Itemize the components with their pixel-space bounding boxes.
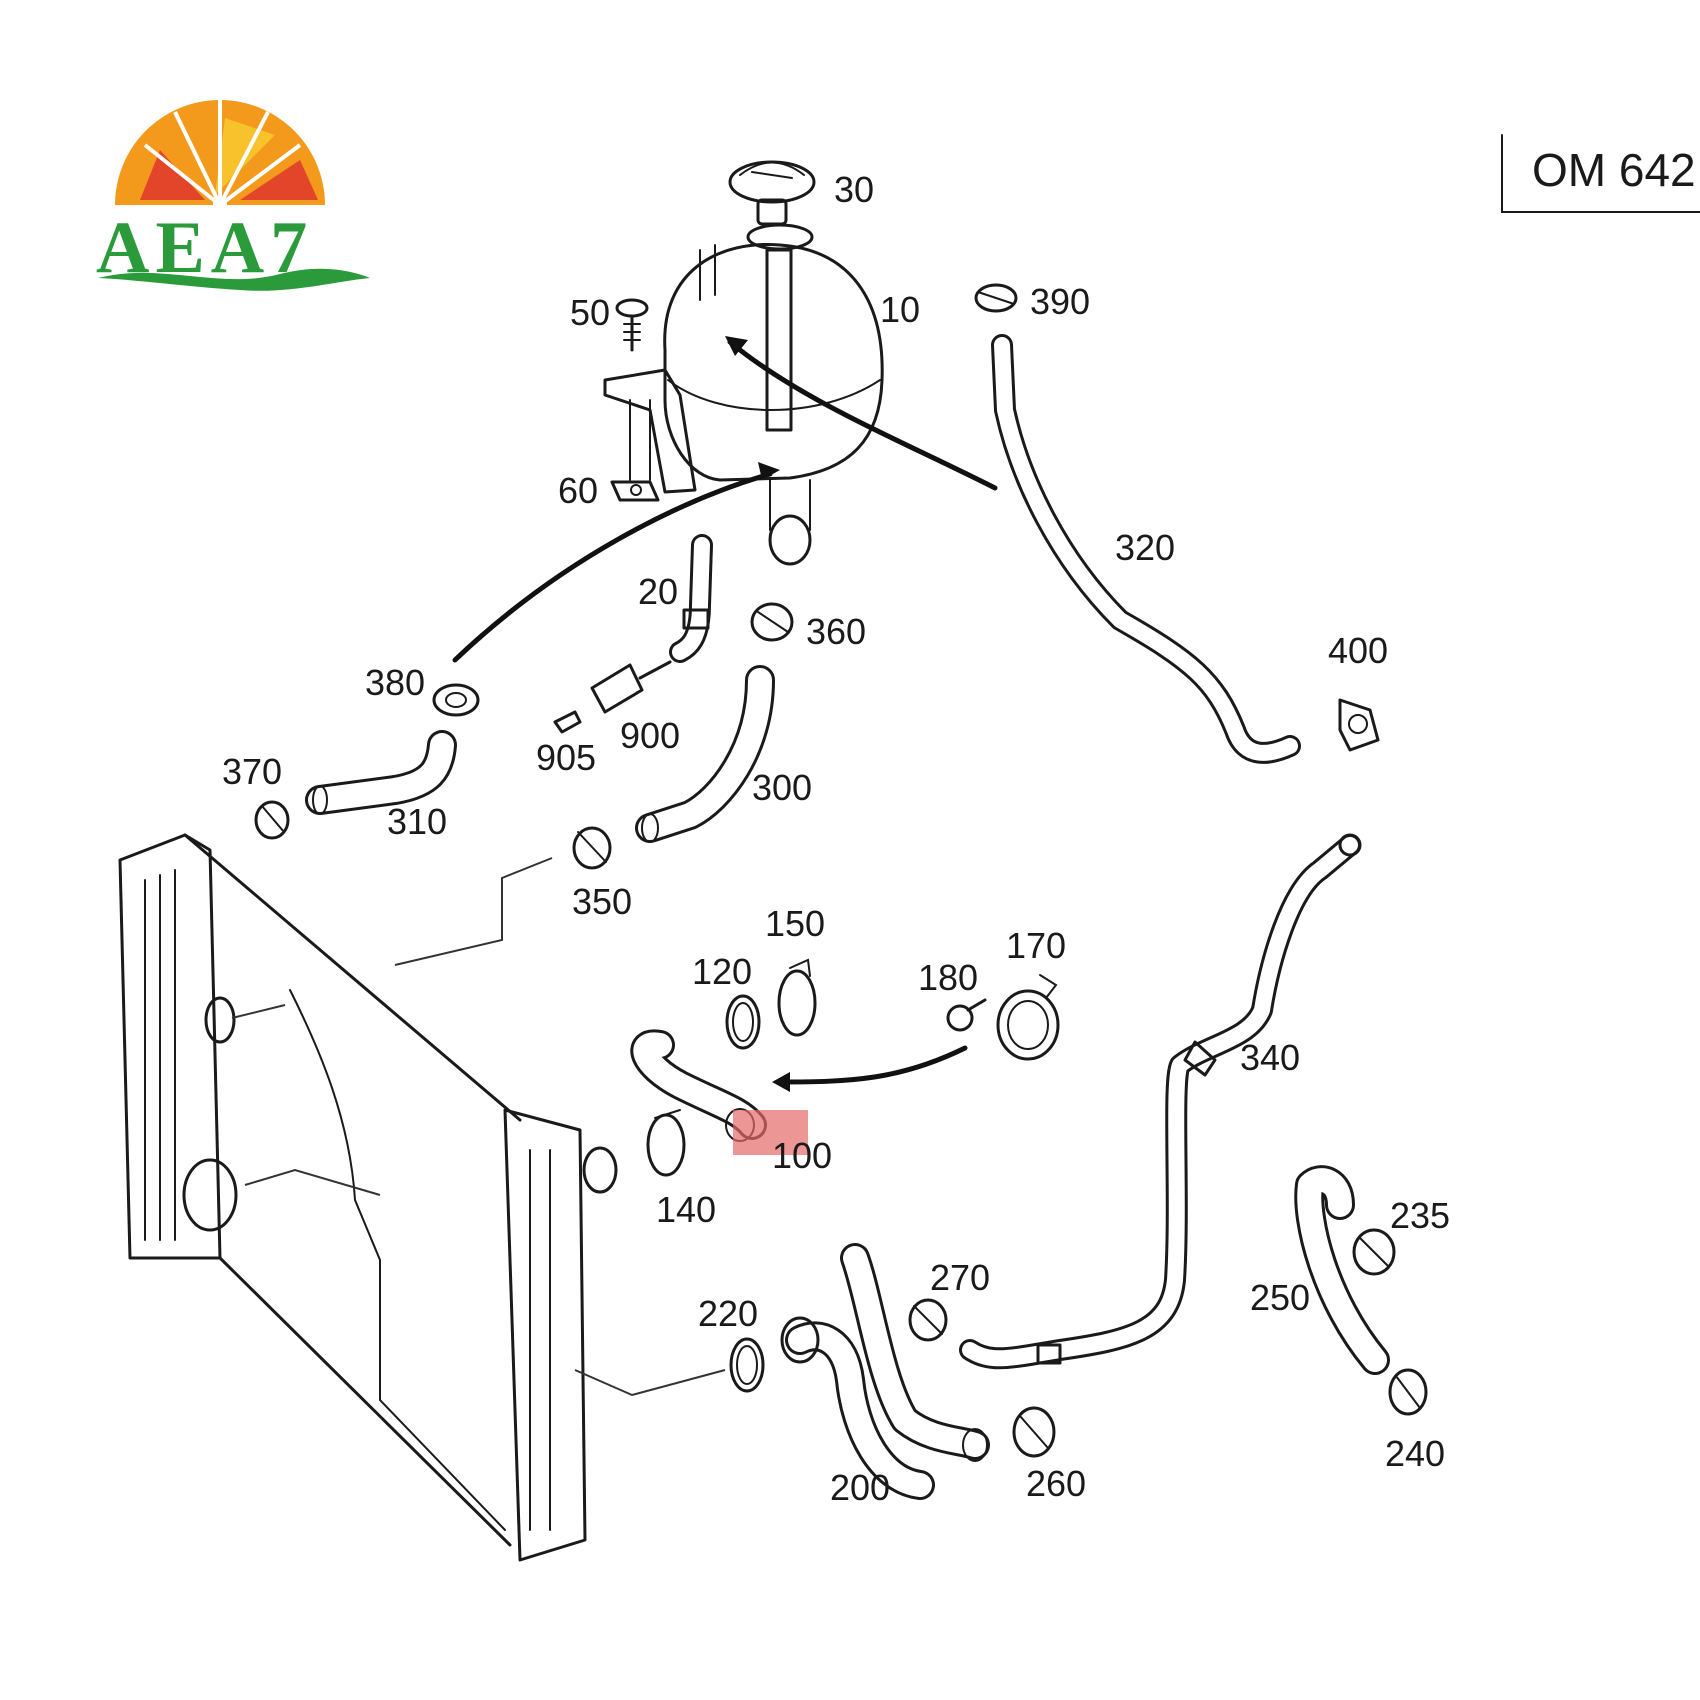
part-labels: 30 10 50 390 60 20 360 320 380 400 900 9… bbox=[222, 169, 1450, 1508]
part-340-pipe bbox=[959, 833, 1362, 1370]
part-60-nut bbox=[610, 480, 660, 502]
part-30-cap bbox=[728, 160, 816, 226]
label-part-20: 20 bbox=[638, 571, 678, 612]
radiator bbox=[118, 833, 618, 1562]
part-200-hose bbox=[780, 1243, 990, 1500]
label-part-10: 10 bbox=[880, 289, 920, 330]
label-part-220: 220 bbox=[698, 1293, 758, 1334]
part-320-hose bbox=[991, 334, 1301, 764]
label-part-150: 150 bbox=[765, 903, 825, 944]
model-box: OM 642 bbox=[1501, 134, 1700, 213]
part-170-clamp bbox=[996, 974, 1060, 1061]
part-310-hose bbox=[305, 730, 457, 815]
label-part-240: 240 bbox=[1385, 1433, 1445, 1474]
label-part-350: 350 bbox=[572, 881, 632, 922]
label-part-390: 390 bbox=[1030, 281, 1090, 322]
label-part-905: 905 bbox=[536, 737, 596, 778]
part-905-fitting bbox=[553, 710, 582, 734]
label-part-380: 380 bbox=[365, 662, 425, 703]
highlight-part-100 bbox=[733, 1110, 808, 1155]
part-220-oring bbox=[729, 1337, 765, 1393]
flow-arrows bbox=[452, 336, 998, 1092]
label-part-30: 30 bbox=[834, 169, 874, 210]
part-20-sensor-hose bbox=[669, 534, 713, 663]
part-370-clamp bbox=[254, 800, 290, 840]
label-part-370: 370 bbox=[222, 751, 282, 792]
label-part-235: 235 bbox=[1390, 1195, 1450, 1236]
part-900-valve bbox=[590, 660, 672, 714]
part-300-hose bbox=[635, 665, 775, 843]
brand-logo: AEA7 bbox=[96, 100, 370, 291]
label-part-50: 50 bbox=[570, 292, 610, 333]
part-180-screw bbox=[946, 998, 987, 1032]
label-part-300: 300 bbox=[752, 767, 812, 808]
part-240-clamp bbox=[1388, 1368, 1428, 1416]
label-part-270: 270 bbox=[930, 1257, 990, 1298]
part-380-grommet bbox=[432, 683, 480, 717]
part-270-clamp bbox=[908, 1298, 948, 1342]
label-part-200: 200 bbox=[830, 1467, 890, 1508]
part-400-clip bbox=[1338, 698, 1380, 752]
part-140-clamp bbox=[646, 1109, 686, 1177]
label-part-400: 400 bbox=[1328, 630, 1388, 671]
label-part-320: 320 bbox=[1115, 527, 1175, 568]
label-part-310: 310 bbox=[387, 801, 447, 842]
part-360-clamp bbox=[750, 602, 794, 642]
leader-lines bbox=[231, 857, 726, 1397]
label-part-250: 250 bbox=[1250, 1277, 1310, 1318]
label-part-260: 260 bbox=[1026, 1463, 1086, 1504]
part-235-clamp bbox=[1352, 1228, 1396, 1276]
part-250-hose bbox=[1294, 1165, 1390, 1375]
label-part-140: 140 bbox=[656, 1189, 716, 1230]
label-part-170: 170 bbox=[1006, 925, 1066, 966]
part-390-cap bbox=[974, 283, 1018, 313]
part-150-clamp bbox=[777, 958, 817, 1037]
label-part-340: 340 bbox=[1240, 1037, 1300, 1078]
label-part-180: 180 bbox=[918, 957, 978, 998]
part-260-clamp bbox=[1012, 1406, 1056, 1458]
model-label: OM 642 bbox=[1532, 144, 1696, 196]
part-50-bolt bbox=[615, 298, 649, 352]
label-part-360: 360 bbox=[806, 611, 866, 652]
part-350-clamp bbox=[572, 826, 612, 870]
label-part-120: 120 bbox=[692, 951, 752, 992]
label-part-900: 900 bbox=[620, 715, 680, 756]
label-part-60: 60 bbox=[558, 470, 598, 511]
part-120-oring bbox=[725, 994, 761, 1050]
part-10-expansion-tank bbox=[603, 223, 884, 566]
label-part-100: 100 bbox=[772, 1135, 832, 1176]
